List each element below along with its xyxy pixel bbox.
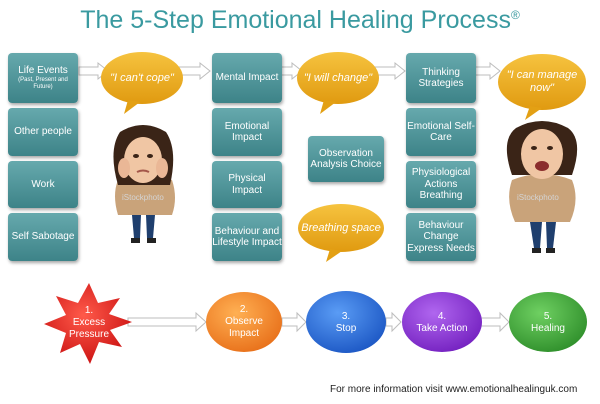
step2-label: 2. Observe Impact	[212, 304, 276, 340]
watermark-right: iStockphoto	[517, 193, 559, 202]
step1-starburst	[44, 283, 132, 364]
bubble-breathing-space-text: Breathing space	[301, 221, 381, 234]
arrow-step1-to-step2	[127, 311, 207, 333]
step3-text: Stop	[335, 323, 357, 334]
observation-label: Observation Analysis Choice	[310, 147, 382, 171]
footer-info-link[interactable]: For more information visit www.emotional…	[330, 384, 578, 395]
arrow-step4-to-step5	[480, 311, 510, 333]
bubble-can-manage-text: "I can manage now"	[506, 69, 578, 94]
bubble-cant-cope	[101, 52, 183, 114]
box-behaviour-change: Behaviour Change Express Needs	[406, 213, 476, 261]
box-behaviour-impact: Behaviour and Lifestyle Impact	[212, 213, 282, 261]
watermark-left: iStockphoto	[122, 193, 164, 202]
step4-number: 4.	[437, 311, 447, 322]
title-text: The 5-Step Emotional Healing Process	[80, 6, 511, 34]
step3-number: 3.	[341, 311, 351, 322]
box-thinking-strategies: Thinking Strategies	[406, 53, 476, 103]
step3-label: 3. Stop	[314, 310, 378, 336]
bubble-cant-cope-text: "I can't cope"	[110, 71, 174, 84]
step4-label: 4. Take Action	[404, 310, 480, 336]
page-title: The 5-Step Emotional Healing Process®	[0, 6, 600, 35]
thinking-strategies-label: Thinking Strategies	[418, 66, 464, 90]
box-emotional-self-care: Emotional Self-Care	[406, 108, 476, 156]
box-physiological-actions: Physiological Actions Breathing	[406, 161, 476, 208]
arrow-thinking-to-bubble	[473, 61, 501, 81]
happy-woman-photo	[506, 121, 578, 253]
box-mental-impact: Mental Impact	[212, 53, 282, 103]
box-work: Work	[8, 161, 78, 208]
step1-label: 1. Excess Pressure	[50, 305, 128, 340]
work-label: Work	[31, 178, 55, 190]
bubble-will-change	[297, 52, 379, 114]
bubble-breathing-space	[298, 204, 384, 262]
step5-label: 5. Healing	[514, 310, 582, 336]
bubble-will-change-text: "I will change"	[303, 71, 373, 84]
box-other-people: Other people	[8, 108, 78, 156]
self-care-label: Emotional Self-Care	[407, 120, 475, 144]
step2-text: Observe Impact	[225, 316, 263, 339]
step4-text: Take Action	[416, 323, 468, 334]
life-events-label: Life Events	[18, 65, 68, 77]
self-sabotage-label: Self Sabotage	[11, 231, 75, 243]
step2-circle	[206, 292, 282, 352]
physiological-label: Physiological Actions Breathing	[411, 167, 471, 202]
arrow-step3-to-step4	[385, 311, 402, 333]
box-self-sabotage: Self Sabotage	[8, 213, 78, 261]
step5-number: 5.	[543, 311, 553, 322]
registered-mark: ®	[510, 8, 520, 22]
physical-impact-label: Physical Impact	[228, 173, 266, 196]
stressed-woman-photo	[113, 125, 175, 243]
behaviour-impact-label: Behaviour and Lifestyle Impact	[212, 225, 282, 249]
mental-impact-label: Mental Impact	[215, 72, 279, 84]
step1-text: Excess Pressure	[68, 317, 109, 340]
life-events-sublabel: (Past, Present and Future)	[18, 76, 68, 90]
box-life-events: Life Events (Past, Present and Future)	[8, 53, 78, 103]
step3-circle	[306, 291, 386, 353]
box-observation: Observation Analysis Choice	[308, 136, 384, 182]
step1-number: 1.	[84, 305, 94, 316]
emotional-impact-label: Emotional Impact	[224, 120, 270, 144]
behaviour-change-label: Behaviour Change Express Needs	[407, 219, 475, 254]
step4-circle	[402, 292, 482, 352]
box-physical-impact: Physical Impact	[212, 161, 282, 208]
step2-number: 2.	[239, 304, 249, 315]
step5-text: Healing	[531, 323, 565, 334]
arrow-step2-to-step3	[281, 311, 307, 333]
bubble-can-manage	[498, 54, 586, 120]
other-people-label: Other people	[14, 126, 72, 138]
box-emotional-impact: Emotional Impact	[212, 108, 282, 156]
step5-circle	[509, 292, 587, 352]
